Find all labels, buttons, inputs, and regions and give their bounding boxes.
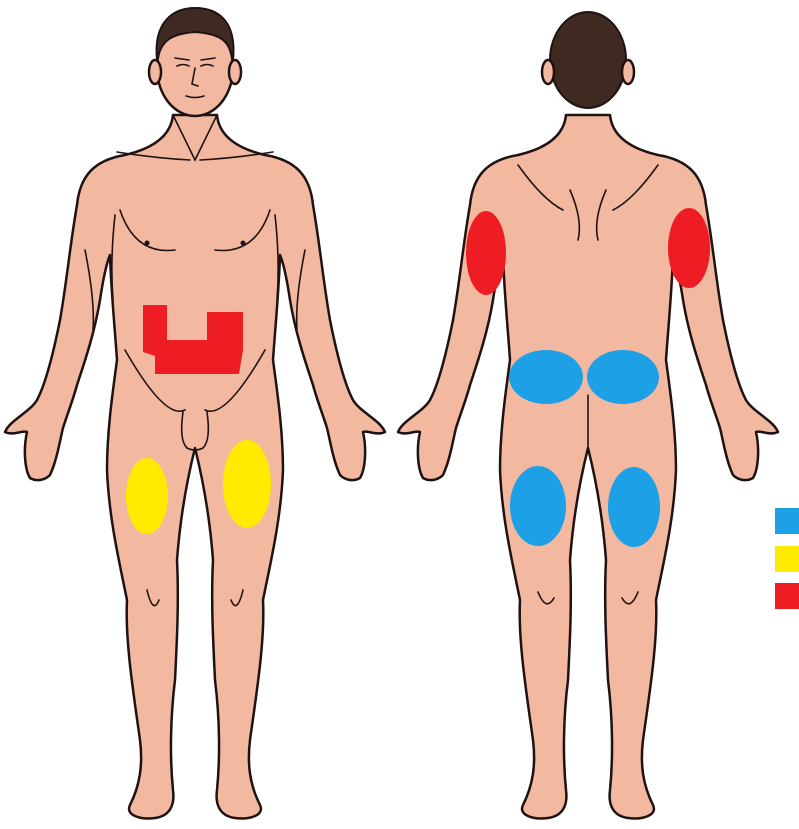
injection-site-right-buttock [587, 350, 659, 404]
back-head [550, 12, 626, 108]
injection-site-left-upper-arm-back [466, 211, 506, 295]
front-ear-left [149, 60, 161, 84]
injection-site-right-upper-arm-back [668, 208, 710, 288]
front-nipple-right [241, 241, 246, 246]
injection-site-left-thigh-front [126, 458, 168, 534]
front-nipple-left [145, 241, 150, 246]
back-body [398, 115, 778, 818]
back-ear-left [542, 60, 554, 84]
injection-site-right-thigh-back [608, 467, 660, 547]
injection-site-left-thigh-back [510, 466, 566, 546]
legend-swatch-buttocks [775, 508, 799, 534]
front-ear-right [229, 60, 241, 84]
legend-swatch-arm-abdomen [775, 583, 799, 609]
back-figure [398, 12, 778, 818]
back-ear-right [622, 60, 634, 84]
front-figure [5, 8, 385, 818]
injection-site-right-thigh-front [223, 440, 271, 528]
injection-site-left-buttock [509, 350, 583, 404]
front-body [5, 115, 385, 818]
legend-swatch-thigh [775, 546, 799, 572]
